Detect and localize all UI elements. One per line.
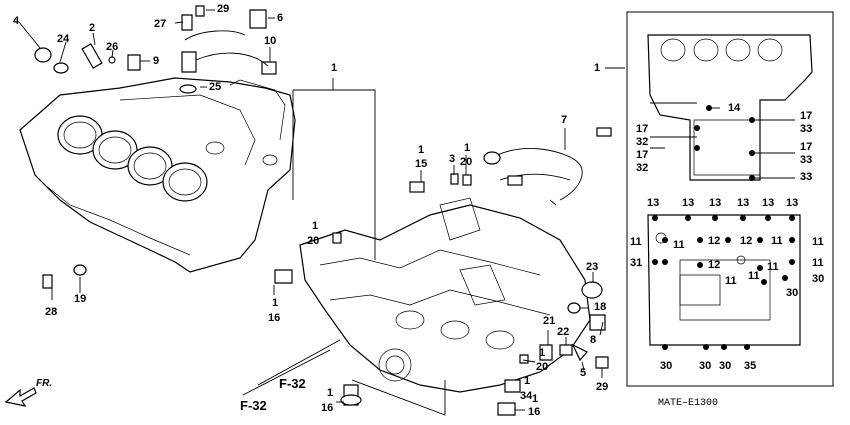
callout-20-b: 20 [460,156,473,168]
inset-callout-13-d: 13 [737,197,750,209]
callout-22: 22 [557,326,570,338]
inset-callout-11-b: 11 [673,239,685,251]
figure-ref-f32-b[interactable]: F-32 [240,398,267,413]
inset-callout-33-a: 33 [800,123,813,135]
inset-callout-11-c: 11 [771,235,783,247]
callout-28: 28 [45,306,58,318]
callout-1-d: 1 [464,142,471,154]
direction-label: FR. [36,378,53,389]
inset-callout-14: 14 [728,102,741,114]
callout-16-b: 16 [321,402,334,414]
inset-callout-30-e: 30 [719,360,732,372]
callout-26: 26 [106,41,119,53]
callout-23: 23 [586,261,599,273]
inset-callout-11-d: 11 [812,236,824,248]
inset-callout-11-g: 11 [725,275,737,287]
callout-20-a: 20 [307,235,320,247]
callout-16-c: 16 [528,406,541,418]
callout-5: 5 [580,367,587,379]
inset-callout-13-c: 13 [709,197,722,209]
callout-1-h: 1 [327,387,334,399]
figure-ref-f32-a[interactable]: F-32 [279,376,306,391]
inset-callout-30-a: 30 [812,273,825,285]
callout-1-b: 1 [312,220,319,232]
callout-25: 25 [209,81,222,93]
callout-1-bracket: 1 [331,62,338,74]
callout-1-f: 1 [524,375,531,387]
inset-callout-11-h: 11 [748,270,760,282]
inset-callout-17-d: 17 [800,141,813,153]
inset-callout-11-e: 11 [767,261,779,273]
callout-19: 19 [74,293,87,305]
inset-callout-32-a: 32 [636,136,649,148]
diagram-code: MATE–E1300 [658,398,719,409]
inset-callout-17-a: 17 [636,123,649,135]
inset-callout-17-c: 17 [800,110,813,122]
callout-34: 34 [520,390,533,402]
callout-4: 4 [13,15,20,27]
callout-20-c: 20 [536,361,549,373]
callout-1-g: 1 [532,393,539,405]
callout-27: 27 [154,18,167,30]
upper-crankcase [19,77,296,273]
callout-1-e: 1 [539,347,546,359]
callout-7: 7 [561,114,568,126]
inset-callout-30-c: 30 [660,360,673,372]
callout-1-c: 1 [418,144,425,156]
inset-panel [626,11,834,387]
callout-18: 18 [594,301,607,313]
callout-21: 21 [543,315,556,327]
inset-callout-13-e: 13 [762,197,775,209]
callout-8: 8 [590,334,597,346]
callout-10: 10 [264,35,277,47]
inset-callout-13-a: 13 [647,197,660,209]
callout-24: 24 [57,33,70,45]
inset-callout-31: 31 [630,257,643,269]
callout-15: 15 [415,158,428,170]
callout-2: 2 [89,22,96,34]
callout-29-top: 29 [217,3,230,15]
inset-callout-33-c: 33 [800,171,813,183]
callout-3: 3 [449,153,456,165]
callout-16-a: 16 [268,312,281,324]
inset-callout-30-b: 30 [786,287,799,299]
leader-lines [18,9,625,416]
lower-crankcase [299,197,591,393]
inset-callout-11-f: 11 [812,257,824,269]
inset-callout-13-f: 13 [786,197,799,209]
callout-29-bottom: 29 [596,381,609,393]
fr-arrow-icon [4,387,37,407]
inset-callout-11-a: 11 [630,236,642,248]
inset-callout-35: 35 [744,360,757,372]
inset-callout-17-b: 17 [636,149,649,161]
callout-9: 9 [153,55,160,67]
inset-callout-12-c: 12 [708,259,721,271]
inset-callout-32-b: 32 [636,162,649,174]
callout-1-a: 1 [272,297,279,309]
callout-1-inset: 1 [594,62,601,74]
inset-callout-12-a: 12 [708,235,721,247]
callout-6: 6 [277,12,284,24]
small-parts-lower [332,127,612,416]
inset-callout-12-b: 12 [740,235,753,247]
inset-callout-33-b: 33 [800,154,813,166]
inset-callout-30-d: 30 [699,360,712,372]
inset-callout-13-b: 13 [682,197,695,209]
